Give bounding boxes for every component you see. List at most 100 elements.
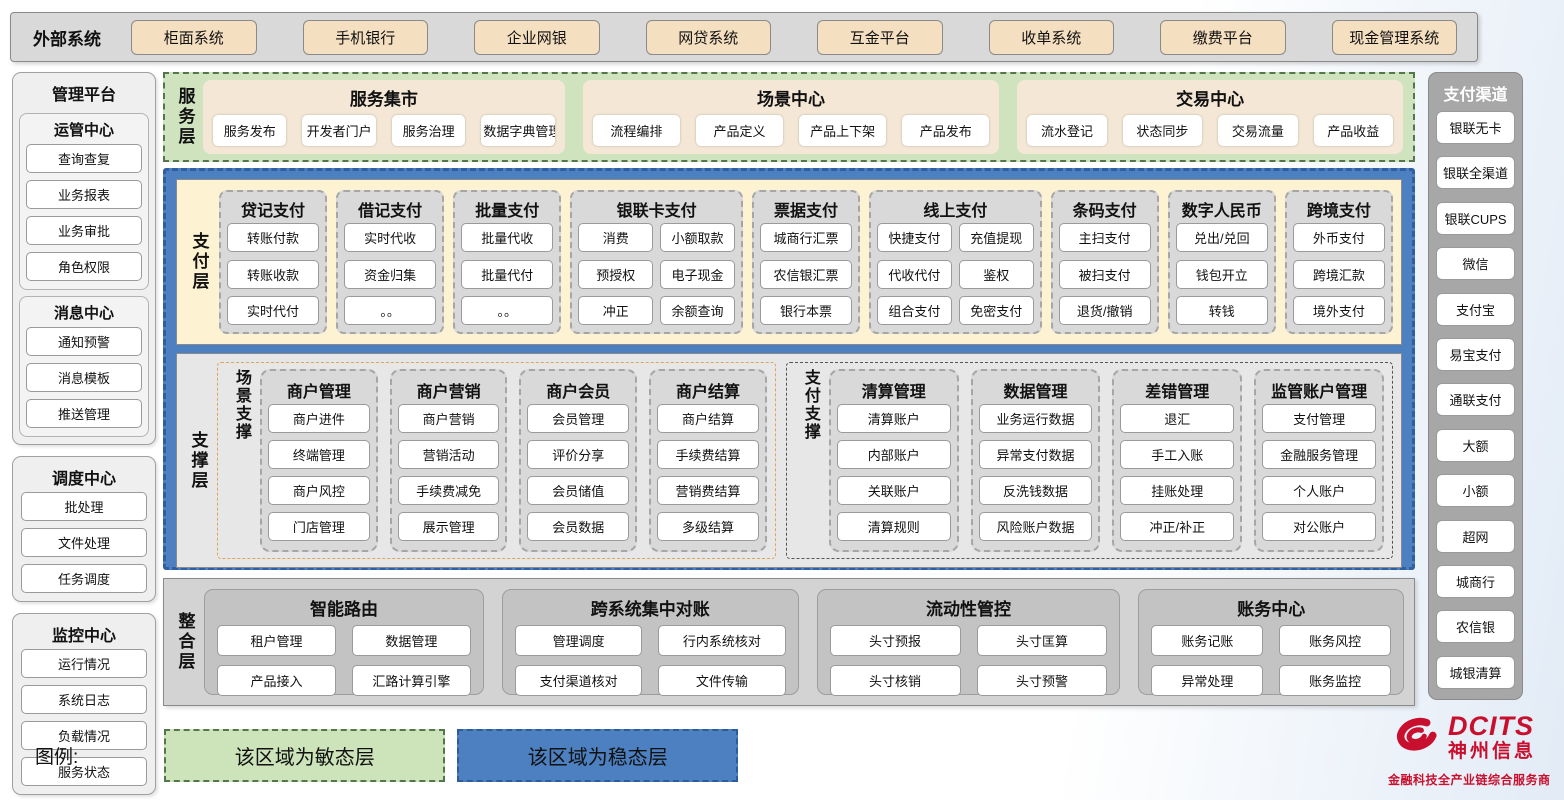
support-category-title: 清算管理 [861, 384, 926, 401]
support-category-title: 商户会员 [546, 384, 611, 401]
payment-function-box: 免密支付 [958, 295, 1034, 325]
payment-function-box: 转钱 [1175, 295, 1268, 325]
support-category-column: 商户营销 商户营销营销活动手续费减免展示管理 [389, 369, 508, 552]
integration-layer-label: 整合层 [175, 612, 195, 672]
support-function-box: 商户营销 [397, 404, 500, 433]
support-group-columns: 清算管理 清算账户内部账户关联账户清算规则 数据管理 [828, 369, 1384, 552]
management-function-box: 负载情况 [21, 721, 147, 750]
support-category-title: 数据管理 [1003, 384, 1068, 401]
payment-function-box: 被扫支付 [1058, 259, 1151, 289]
integration-group-items: 管理调度行内系统核对支付渠道核对文件传输 [514, 625, 786, 696]
management-function-box: 角色权限 [26, 252, 142, 281]
external-system-box: 企业网银 [474, 19, 600, 55]
management-center-items: 运行情况 系统日志 负载情况 服务状态 [19, 648, 149, 787]
support-function-box: 对公账户 [1262, 512, 1376, 541]
support-function-box: 会员数据 [527, 512, 630, 541]
support-function-box: 冲正/补正 [1120, 512, 1235, 541]
integration-function-box: 行内系统核对 [658, 625, 786, 656]
payment-function-box: 批量代付 [461, 259, 554, 289]
accounting-center-panel: 账务中心 账务记账账务风控异常处理账务监控 [1138, 589, 1404, 696]
external-system-box: 缴费平台 [1160, 19, 1286, 55]
service-function-box: 服务发布 [213, 114, 287, 146]
support-category-column: 商户会员 会员管理评价分享会员储值会员数据 [519, 369, 638, 552]
service-function-box: 流程编排 [592, 114, 680, 146]
service-group-items: 流程编排产品定义产品上下架产品发布 [592, 114, 990, 146]
support-group-label: 支付支撑 [801, 369, 819, 441]
external-system-box: 柜面系统 [131, 19, 257, 55]
payment-category-items: 兑出/兑回钱包开立转钱 [1175, 223, 1268, 325]
integration-function-box: 头寸核销 [829, 665, 961, 696]
service-function-box: 数据字典管理 [481, 114, 555, 146]
payment-category-column: 贷记支付 转账付款转账收款实时代付 [219, 190, 328, 334]
payment-layer-columns: 贷记支付 转账付款转账收款实时代付 借记支付 实时代收资金归集。。 [219, 190, 1393, 334]
scenario-center-panel: 场景中心 流程编排产品定义产品上下架产品发布 [582, 80, 1000, 154]
payment-category-column: 票据支付 城商行汇票农信银汇票银行本票 [751, 190, 861, 334]
payment-category-column: 跨境支付 外币支付跨境汇款境外支付 [1284, 190, 1393, 334]
payment-channel-box: 微信 [1436, 247, 1515, 281]
trade-center-panel: 交易中心 流水登记状态同步交易流量产品收益 [1017, 80, 1403, 154]
support-function-box: 商户结算 [657, 404, 759, 433]
support-group: 支付支撑 清算管理 清算账户内部账户关联账户清算规则 [785, 362, 1393, 559]
support-function-box: 手工入账 [1120, 440, 1235, 469]
management-function-box: 文件处理 [21, 528, 147, 557]
logo-tagline-text: 金融科技全产业链综合服务商 [1388, 773, 1551, 787]
payment-function-box: 钱包开立 [1175, 259, 1268, 289]
payment-function-box: 资金归集 [344, 259, 437, 289]
management-center-panel: 监控中心 运行情况 系统日志 负载情况 服务状态 [12, 613, 156, 795]
payment-channels-title: 支付渠道 [1443, 87, 1508, 104]
external-system-box: 现金管理系统 [1331, 19, 1457, 55]
support-function-box: 风险账户数据 [978, 512, 1093, 541]
support-function-box: 多级结算 [657, 512, 759, 541]
support-category-title: 差错管理 [1145, 384, 1210, 401]
support-function-box: 关联账户 [836, 476, 951, 505]
management-function-box: 通知预警 [26, 327, 142, 356]
integration-group-items: 账务记账账务风控异常处理账务监控 [1151, 625, 1391, 696]
support-category-items: 商户进件终端管理商户风控门店管理 [268, 404, 370, 541]
management-platform-sidebar: 管理平台 运管中心 查询查复 业务报表 业务审批 [12, 72, 156, 795]
management-group-items: 查询查复 业务报表 业务审批 角色权限 [24, 143, 144, 282]
support-function-box: 反洗钱数据 [978, 476, 1093, 505]
service-group-title: 交易中心 [1176, 90, 1245, 109]
payment-function-box: 主扫支付 [1058, 223, 1151, 253]
support-layer-groups: 场景支撑 商户管理 商户进件终端管理商户风控门店管理 [217, 362, 1393, 559]
external-system-box: 网贷系统 [645, 19, 771, 55]
payment-function-box: 退货/撤销 [1058, 295, 1151, 325]
payment-channel-box: 银联无卡 [1436, 111, 1515, 144]
support-function-box: 评价分享 [527, 440, 630, 469]
payment-category-title: 票据支付 [773, 203, 838, 220]
payment-category-items: 实时代收资金归集。。 [344, 223, 437, 325]
support-function-box: 营销活动 [397, 440, 500, 469]
management-platform-title: 管理平台 [51, 87, 116, 104]
integration-group-title: 账务中心 [1237, 600, 1306, 619]
payment-category-items: 外币支付跨境汇款境外支付 [1292, 223, 1385, 325]
management-function-box: 任务调度 [21, 564, 147, 593]
management-center-title: 调度中心 [51, 471, 116, 488]
management-group-title: 运管中心 [53, 122, 114, 139]
integration-function-box: 数据管理 [351, 625, 471, 656]
payment-function-box: 实时代收 [344, 223, 437, 253]
payment-function-box: 兑出/兑回 [1175, 223, 1268, 253]
payment-function-box: 预授权 [578, 259, 654, 289]
payment-function-box: 余额查询 [660, 295, 735, 325]
support-function-box: 清算账户 [836, 404, 951, 433]
payment-channel-box: 通联支付 [1436, 383, 1515, 417]
payment-channel-box: 城银清算 [1436, 655, 1515, 689]
payment-category-items: 转账付款转账收款实时代付 [227, 223, 320, 325]
support-category-column: 清算管理 清算账户内部账户关联账户清算规则 [828, 369, 959, 552]
legend-agile-box: 该区域为敏态层 [164, 729, 446, 782]
support-function-box: 营销费结算 [657, 476, 759, 505]
payment-category-title: 借记支付 [358, 203, 423, 220]
support-function-box: 展示管理 [397, 512, 500, 541]
payment-category-title: 银联卡支付 [616, 203, 697, 220]
management-function-box: 批处理 [21, 492, 147, 521]
service-function-box: 交易流量 [1218, 114, 1298, 146]
payment-channel-box: 超网 [1436, 519, 1515, 553]
payment-function-box: 代收代付 [877, 259, 952, 289]
logo-company-text: 神州信息 [1448, 740, 1537, 762]
integration-function-box: 租户管理 [217, 625, 336, 656]
management-group-title: 消息中心 [53, 305, 114, 322]
payment-category-column: 批量支付 批量代收批量代付。。 [453, 190, 562, 334]
stable-region: 支付层 贷记支付 转账付款转账收款实时代付 借记支付 实时代收 [163, 168, 1415, 570]
payment-function-box: 组合支付 [877, 295, 952, 325]
